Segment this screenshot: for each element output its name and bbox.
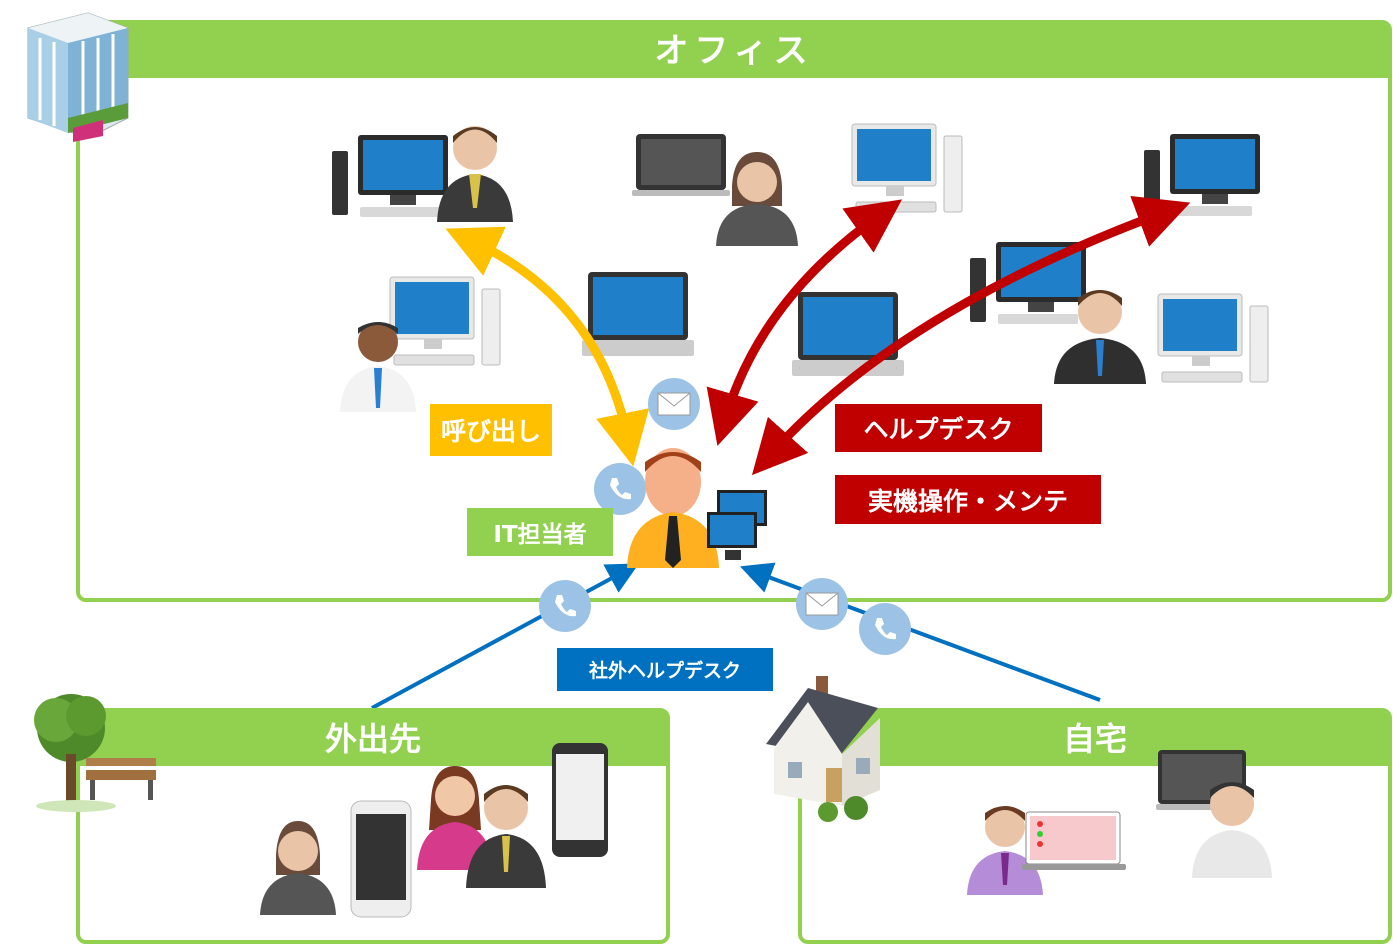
mail-icon xyxy=(796,578,848,630)
office-building-icon xyxy=(27,12,129,142)
helpdesk-label: ヘルプデスク xyxy=(835,404,1042,452)
helpdesk-arrow-2 xyxy=(751,196,1191,476)
phone-icon xyxy=(539,580,591,632)
tree-bench-icon xyxy=(34,694,156,812)
computer-icon xyxy=(707,490,767,560)
user-icon xyxy=(340,322,416,412)
user-icon xyxy=(967,806,1043,895)
home-zone: 自宅 xyxy=(798,708,1392,944)
user-icon xyxy=(627,448,719,568)
mail-icon xyxy=(648,378,700,430)
smartphone-icon xyxy=(350,800,412,918)
smartphone-icon xyxy=(552,743,608,857)
it-staff-label: IT担当者 xyxy=(467,508,613,556)
house-icon xyxy=(766,676,880,822)
user-icon xyxy=(437,126,513,222)
onsite-label: 実機操作・メンテ xyxy=(835,475,1101,524)
computer-icon xyxy=(332,135,448,217)
call-arrow xyxy=(445,226,650,467)
home-title: 自宅 xyxy=(802,712,1388,766)
user-icon xyxy=(417,766,493,870)
call-label: 呼び出し xyxy=(430,404,552,456)
office-title: オフィス xyxy=(80,24,1388,78)
laptop-icon xyxy=(632,134,730,196)
external-helpdesk-label: 社外ヘルプデスク xyxy=(557,648,773,691)
phone-icon xyxy=(594,463,646,515)
phone-icon xyxy=(859,603,911,655)
outside-title: 外出先 xyxy=(80,712,666,766)
user-icon xyxy=(466,785,546,888)
helpdesk-arrow-1 xyxy=(706,199,903,446)
user-icon xyxy=(260,821,336,915)
computer-icon xyxy=(1144,134,1260,216)
laptop-icon xyxy=(1022,811,1126,870)
user-icon xyxy=(1192,782,1272,878)
